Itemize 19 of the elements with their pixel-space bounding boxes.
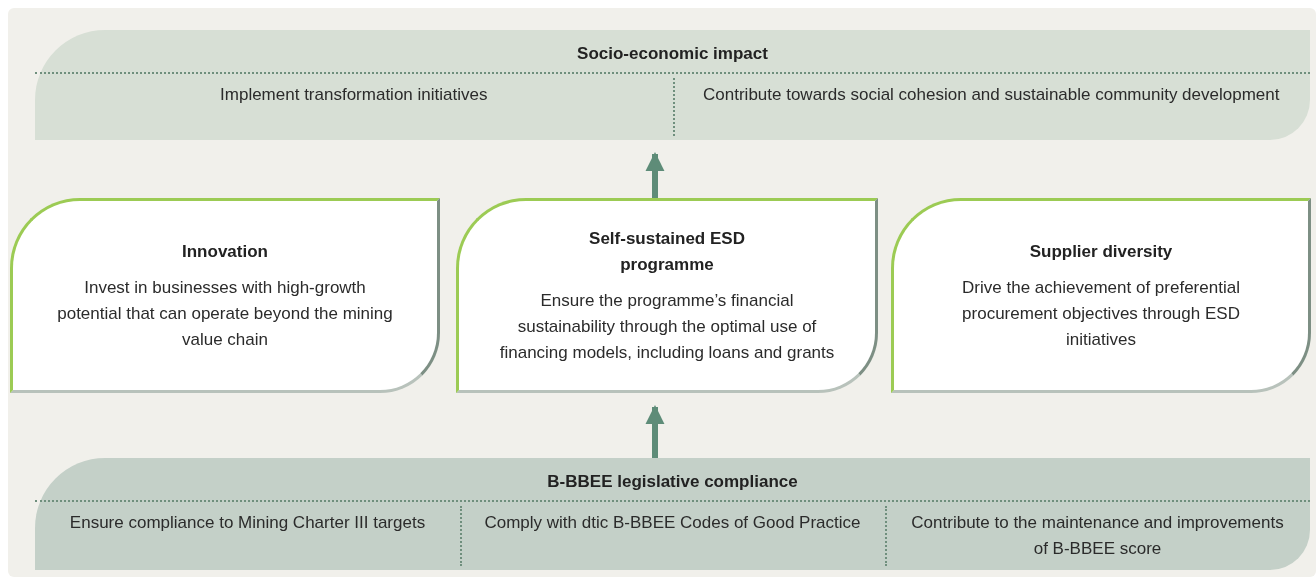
card-description: Drive the achievement of preferential procurement objectives through ESD initiatives bbox=[961, 276, 1241, 351]
band-panel bbox=[35, 458, 1310, 570]
card-description: Invest in businesses with high-growth potential that can operate beyond the mining value chain bbox=[56, 276, 394, 351]
objective-card bbox=[10, 198, 440, 393]
card-heading: Supplier diversity bbox=[1029, 240, 1173, 263]
band-heading: B-BBEE legislative compliance bbox=[547, 471, 798, 493]
card-description: Ensure the programme’s financial sustainability through the optimal use of financing models, including loans and grants bbox=[498, 289, 836, 364]
statement-text: Comply with dtic B-BBEE Codes of Good Practice bbox=[484, 510, 861, 536]
card-heading: Innovation bbox=[182, 240, 268, 263]
objective-card bbox=[891, 198, 1311, 393]
band-panel bbox=[35, 30, 1310, 140]
statement-text: Ensure compliance to Mining Charter III targets bbox=[69, 510, 426, 536]
statement-text: Implement transformation initiatives bbox=[220, 82, 488, 108]
statement-text: Contribute to the maintenance and improvements of B-BBEE score bbox=[909, 510, 1286, 562]
objective-card bbox=[456, 198, 878, 393]
statement-text: Contribute towards social cohesion and sustainable community development bbox=[703, 82, 1280, 108]
card-heading: Self-sustained ESD programme bbox=[588, 227, 746, 276]
up-arrow bbox=[645, 404, 665, 461]
band-heading: Socio-economic impact bbox=[577, 43, 768, 65]
